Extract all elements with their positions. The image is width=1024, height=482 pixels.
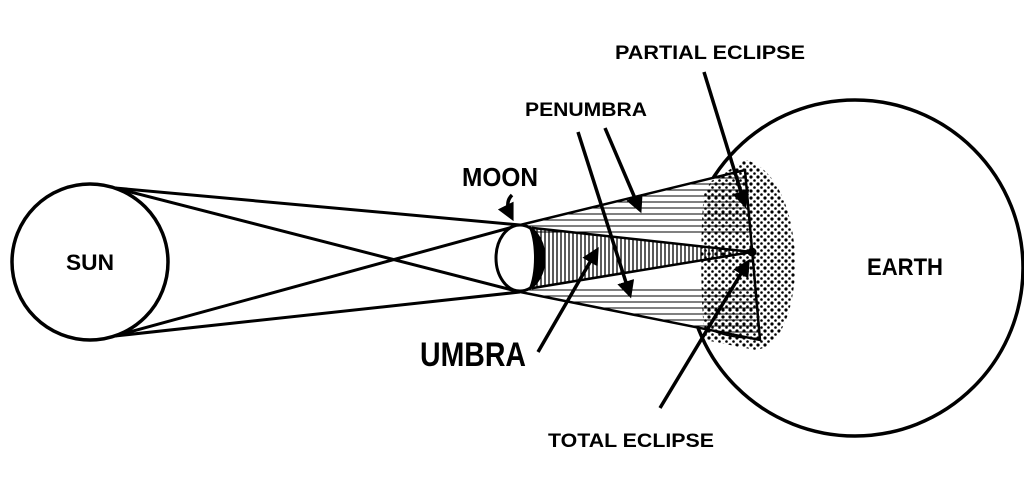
umbra-label: UMBRA — [420, 336, 526, 374]
sun — [10, 182, 170, 342]
total-eclipse-arrow — [658, 259, 750, 409]
sun-label: SUN — [66, 250, 114, 275]
penumbra-arrow — [603, 127, 643, 214]
earth-label: EARTH — [867, 254, 943, 281]
moon-arrow — [497, 193, 514, 222]
total-eclipse-label: TOTAL ECLIPSE — [548, 431, 714, 452]
partial-eclipse-arrow — [702, 71, 750, 209]
penumbra-arrow-2 — [576, 131, 635, 299]
penumbra-label: PENUMBRA — [525, 100, 647, 121]
umbra-arrow — [536, 246, 599, 353]
light-rays — [114, 186, 521, 338]
total-eclipse-point — [747, 247, 757, 257]
pointer-arrows — [497, 71, 750, 409]
moon — [494, 223, 546, 293]
partial-eclipse-label: PARTIAL ECLIPSE — [615, 43, 805, 64]
moon-label: MOON — [462, 162, 538, 192]
